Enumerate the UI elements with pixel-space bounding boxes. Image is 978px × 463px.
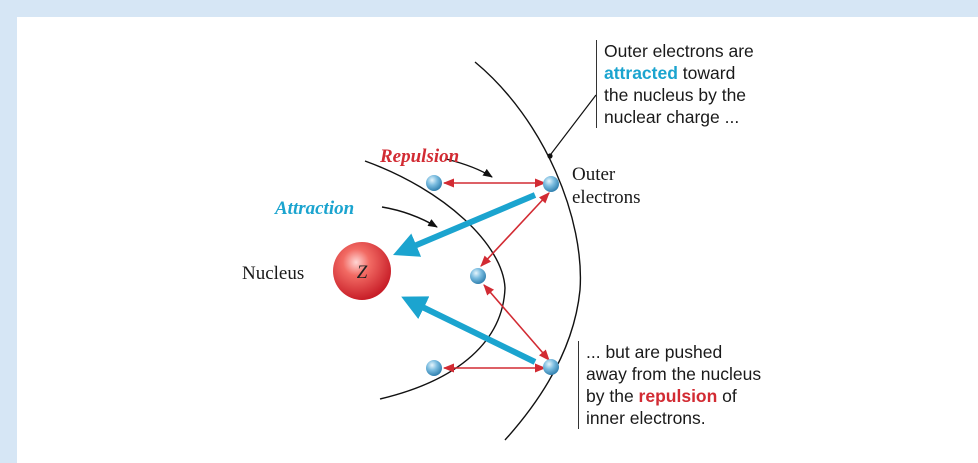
inner-electron-bottom xyxy=(426,360,442,376)
callout-attraction-line2-rest: toward xyxy=(678,63,735,83)
callout-attraction-line4: nuclear charge ... xyxy=(604,106,754,128)
callout-top-leader-dot xyxy=(547,153,552,158)
repulsion-arrow-middle-down xyxy=(484,285,549,360)
outer-electrons-label-line1: Outer xyxy=(572,164,616,185)
attraction-label: Attraction xyxy=(274,198,354,219)
outer-electron-bottom xyxy=(543,359,559,375)
callout-repulsion-line3-post: of xyxy=(717,386,736,406)
callout-top-leader-line xyxy=(551,95,596,154)
attraction-arrow-bottom xyxy=(408,300,535,362)
callout-repulsion-line1: ... but are pushed xyxy=(586,341,761,363)
nuclear-charge-label: Z xyxy=(357,262,368,283)
callout-attraction: Outer electrons are attracted toward the… xyxy=(596,40,754,128)
callout-attraction-line1: Outer electrons are xyxy=(604,40,754,62)
callout-repulsion-line3: by the repulsion of xyxy=(586,385,761,407)
attracted-highlight: attracted xyxy=(604,63,678,83)
callout-repulsion-line4: inner electrons. xyxy=(586,407,761,429)
callout-repulsion-line3-pre: by the xyxy=(586,386,639,406)
callout-repulsion-line2: away from the nucleus xyxy=(586,363,761,385)
inner-electron-middle xyxy=(470,268,486,284)
repulsion-label: Repulsion xyxy=(379,146,459,167)
callout-attraction-line2: attracted toward xyxy=(604,62,754,84)
callout-repulsion: ... but are pushed away from the nucleus… xyxy=(578,341,761,429)
outer-electrons-label-line2: electrons xyxy=(572,187,641,208)
outer-electron-top xyxy=(543,176,559,192)
inner-electron-top xyxy=(426,175,442,191)
nucleus-label: Nucleus xyxy=(242,263,304,284)
callout-attraction-line3: the nucleus by the xyxy=(604,84,754,106)
repulsion-highlight: repulsion xyxy=(639,386,718,406)
attraction-pointer-arrow xyxy=(382,207,437,227)
attraction-arrow-top xyxy=(400,195,535,252)
